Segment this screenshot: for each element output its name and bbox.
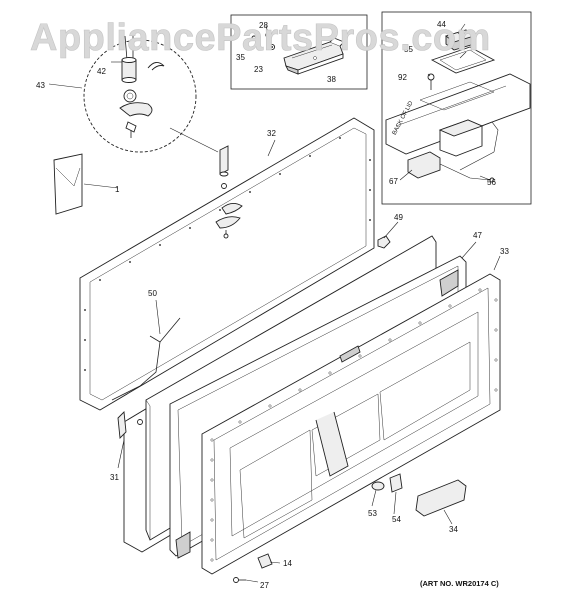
part-27-screw <box>233 577 246 583</box>
part-34-cover-plate <box>415 479 467 517</box>
inset-hinge-parts <box>230 14 368 90</box>
callout-14: 14 <box>283 559 292 568</box>
part-53-lock-cylinder <box>371 481 385 491</box>
callout-33: 33 <box>500 247 509 256</box>
lid-frame-holes <box>84 137 371 371</box>
liner-screw-holes <box>210 288 498 562</box>
callout-1: 1 <box>115 185 120 194</box>
callout-92: 92 <box>398 73 407 82</box>
callout-47: 47 <box>473 231 482 240</box>
callout-32: 32 <box>267 129 276 138</box>
callout-50: 50 <box>148 289 157 298</box>
part-55-gasket <box>430 46 496 74</box>
part-54-lock-key <box>389 473 403 493</box>
callouts: 1 14 23 27 28 31 32 33 34 35 38 42 43 44… <box>36 20 509 590</box>
part-42-pin <box>121 34 137 83</box>
lid-hinge-assembly <box>215 145 243 239</box>
part-49-bumper <box>377 235 391 249</box>
leader-lines <box>48 23 501 583</box>
callout-49: 49 <box>394 213 403 222</box>
part-31-rod-end <box>117 411 143 439</box>
callout-31: 31 <box>110 473 119 482</box>
part-23-bushing <box>268 43 276 51</box>
callout-43: 43 <box>36 81 45 90</box>
callout-55: 55 <box>404 45 413 54</box>
part-92-screw <box>427 73 435 90</box>
callout-56: 56 <box>487 178 496 187</box>
callout-54: 54 <box>392 515 401 524</box>
hinge-lever <box>119 102 153 117</box>
part-44-light-cover <box>445 29 475 51</box>
hinge-detail-circle <box>83 34 219 153</box>
callout-35: 35 <box>236 53 245 62</box>
part-1-manual <box>53 153 83 215</box>
inset-light-parts: BACK OF LID <box>381 11 532 205</box>
hinge-clip <box>147 62 165 71</box>
callout-44: 44 <box>437 20 446 29</box>
callout-53: 53 <box>368 509 377 518</box>
callout-28: 28 <box>259 21 268 30</box>
part-50-lid-rod <box>111 317 181 401</box>
part-67-switch <box>407 151 495 183</box>
part-32-lid-panel <box>79 117 375 411</box>
hinge-screw <box>125 121 137 138</box>
part-56-light-assembly <box>438 119 499 171</box>
callout-67: 67 <box>389 177 398 186</box>
part-38-hinge-bracket <box>283 37 345 75</box>
callout-27: 27 <box>260 581 269 590</box>
callout-42: 42 <box>97 67 106 76</box>
part-35-screw <box>251 35 257 41</box>
part-33-inner-liner <box>201 273 501 575</box>
callout-34: 34 <box>449 525 458 534</box>
hinge-washer <box>123 89 137 103</box>
callout-23: 23 <box>254 65 263 74</box>
part-14-clip <box>257 553 273 569</box>
callout-38: 38 <box>327 75 336 84</box>
site-watermark: AppliancePartsPros.com <box>30 17 491 59</box>
art-number: (ART NO. WR20174 C) <box>420 579 499 588</box>
